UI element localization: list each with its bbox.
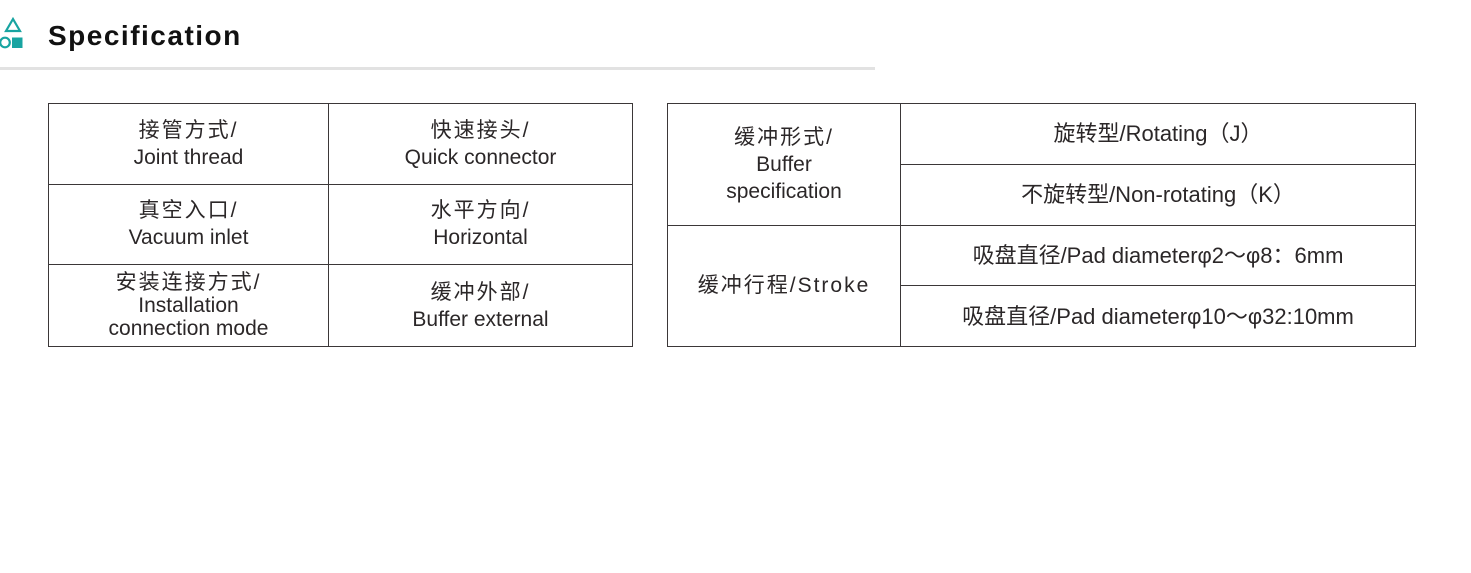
cell-line: 不旋转型/Non-rotating（K） xyxy=(1021,182,1295,208)
spec-table-general: 接管方式/ Joint thread 快速接头/ Quick connector… xyxy=(48,103,633,347)
cell-installation-mode-label: 安装连接方式/ Installation connection mode xyxy=(49,265,329,346)
cell-buffer-external-value: 缓冲外部/ Buffer external xyxy=(329,265,632,346)
cell-line-zh: 缓冲外部/ xyxy=(430,280,531,304)
cell-stroke-label: 缓冲行程/Stroke xyxy=(668,226,900,347)
cell-line-en: connection mode xyxy=(108,317,269,341)
cell-vacuum-inlet-label: 真空入口/ Vacuum inlet xyxy=(49,184,329,266)
cell-line: 吸盘直径/Pad diameterφ10～φ32:10mm xyxy=(962,303,1354,329)
cell-line-zh: 水平方向/ xyxy=(430,199,531,223)
buffer-label-column: 缓冲形式/ Buffer specification 缓冲行程/Stroke xyxy=(668,104,901,346)
cell-line-zh: 真空入口/ xyxy=(138,199,239,223)
cell-line-en: Vacuum inlet xyxy=(128,226,249,250)
cell-line-zh: 安装连接方式/ xyxy=(115,271,262,295)
section-header: Specification xyxy=(0,0,875,70)
cell-line-zh: 接管方式/ xyxy=(138,118,239,142)
cell-non-rotating-option: 不旋转型/Non-rotating（K） xyxy=(901,165,1415,226)
cell-vacuum-inlet-value: 水平方向/ Horizontal xyxy=(329,185,632,266)
cell-line-en: Joint thread xyxy=(133,145,244,169)
cell-line-zh: 快速接头/ xyxy=(430,118,531,142)
cell-line: 旋转型/Rotating（J） xyxy=(1053,121,1263,147)
triangle-circle-square-icon xyxy=(0,16,23,49)
cell-line-en: Buffer external xyxy=(412,307,549,331)
cell-line-en: Buffer xyxy=(756,152,812,176)
cell-line: 吸盘直径/Pad diameterφ2～φ8：6mm xyxy=(972,242,1344,268)
page-title: Specification xyxy=(48,20,242,51)
cell-rotating-option: 旋转型/Rotating（J） xyxy=(901,104,1415,165)
cell-line-en: Installation xyxy=(138,294,239,318)
cell-line-zh: 缓冲行程/Stroke xyxy=(697,274,871,298)
cell-buffer-specification-label: 缓冲形式/ Buffer specification xyxy=(668,104,900,226)
cell-joint-thread-label: 接管方式/ Joint thread xyxy=(49,104,329,185)
spec-table-buffer: 缓冲形式/ Buffer specification 缓冲行程/Stroke 旋… xyxy=(667,103,1416,347)
cell-line-en: specification xyxy=(726,179,842,203)
header-divider xyxy=(0,67,875,70)
cell-line-en: Quick connector xyxy=(404,145,557,169)
cell-stroke-pad-small: 吸盘直径/Pad diameterφ2～φ8：6mm xyxy=(901,226,1415,287)
cell-line-en: Horizontal xyxy=(433,226,528,250)
cell-joint-thread-value: 快速接头/ Quick connector xyxy=(329,104,632,185)
cell-line-zh: 缓冲形式/ xyxy=(734,125,834,149)
buffer-value-column: 旋转型/Rotating（J） 不旋转型/Non-rotating（K） 吸盘直… xyxy=(901,104,1415,346)
cell-stroke-pad-large: 吸盘直径/Pad diameterφ10～φ32:10mm xyxy=(901,286,1415,346)
